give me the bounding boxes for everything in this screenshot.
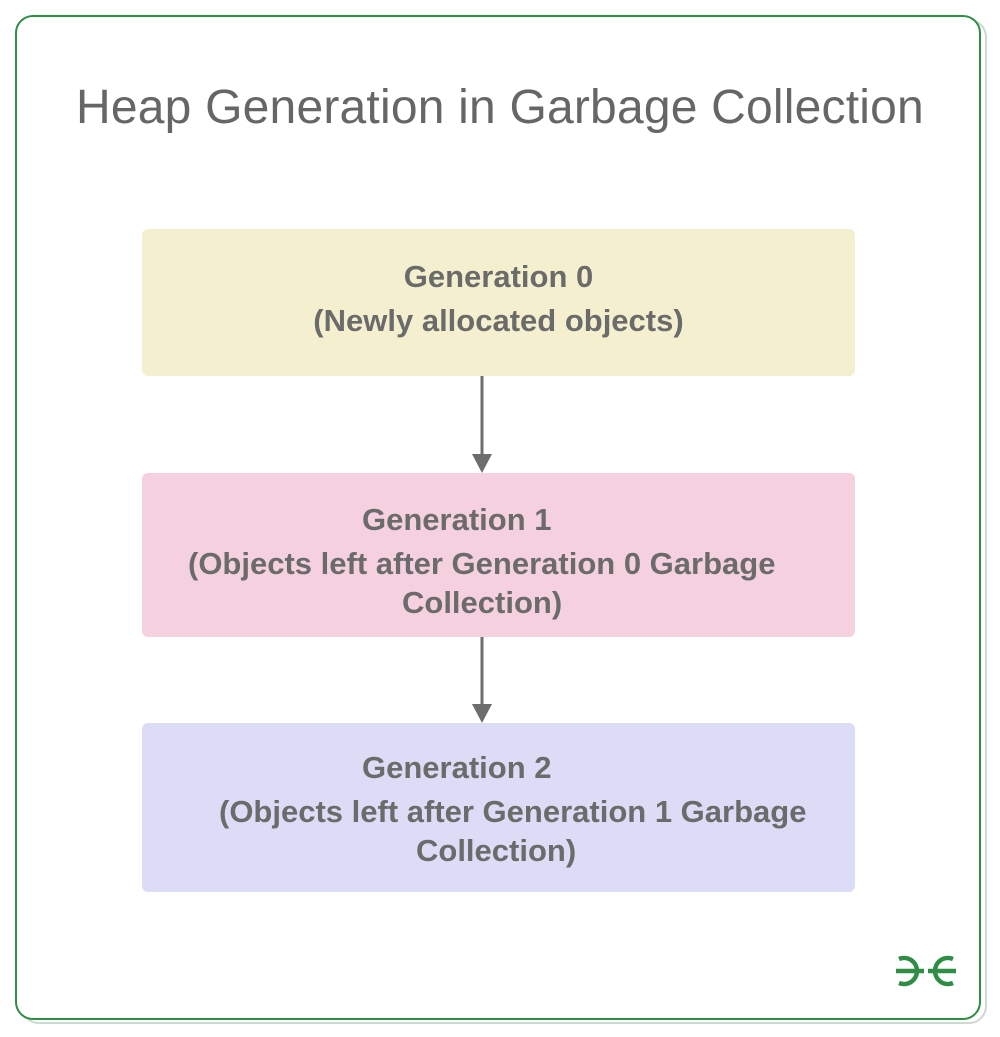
generation-1-description-line-2: Collection) (402, 585, 563, 620)
generation-2-description-line-2: Collection) (416, 833, 577, 868)
arrow-gen1-to-gen2 (472, 637, 492, 723)
generation-1-box: Generation 1 (Objects left after Generat… (142, 473, 855, 637)
generation-2-description-line-1: (Objects left after Generation 1 Garbage (219, 794, 807, 829)
diagram-title: Heap Generation in Garbage Collection (76, 81, 924, 134)
generation-0-heading: Generation 0 (403, 259, 594, 294)
generation-1-description-line-1: (Objects left after Generation 0 Garbage (188, 546, 776, 581)
generation-0-description: (Newly allocated objects) (313, 303, 684, 338)
generation-2-heading: Generation 2 (362, 750, 552, 785)
generation-2-box: Generation 2 (Objects left after Generat… (142, 723, 855, 892)
arrow-gen0-to-gen1 (472, 376, 492, 473)
generation-1-heading: Generation 1 (362, 502, 552, 537)
geeksforgeeks-logo-icon (896, 955, 956, 987)
generation-0-box: Generation 0 (Newly allocated objects) (142, 229, 855, 376)
